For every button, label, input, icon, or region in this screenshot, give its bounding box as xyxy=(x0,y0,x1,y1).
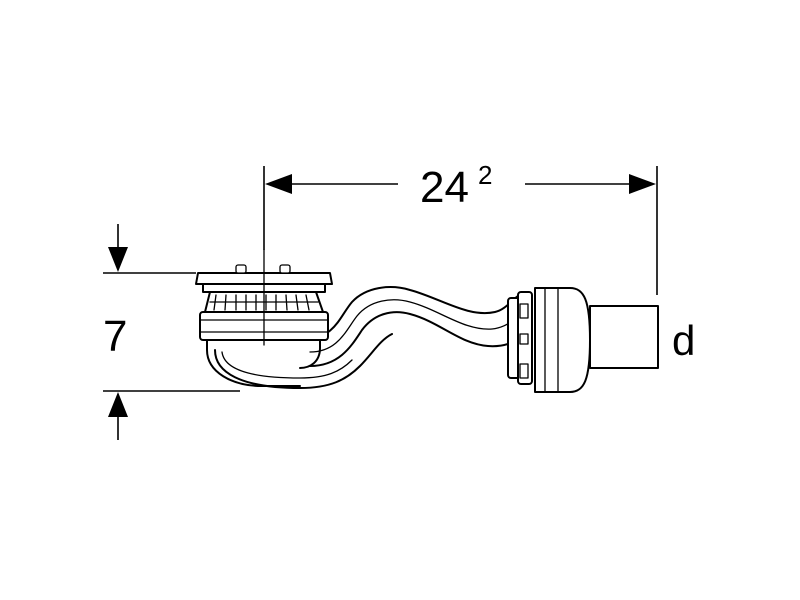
hose-outline-bottom xyxy=(309,311,519,367)
drain-trap xyxy=(195,249,659,393)
height-dimension: 7 xyxy=(103,224,240,440)
width-arrow-left xyxy=(265,174,292,194)
outlet-pipe xyxy=(589,305,659,369)
connector-clip-bottom xyxy=(519,363,529,379)
connector-clip-mid xyxy=(519,333,529,345)
width-dimension: 24 2 xyxy=(263,160,658,295)
width-label-superscript: 2 xyxy=(478,160,492,190)
hose-lower-bend-inner xyxy=(221,351,353,379)
flange-tab-left xyxy=(235,264,247,274)
body-elbow-right xyxy=(299,337,321,369)
height-arrow-top xyxy=(108,247,128,272)
hose-lower-bend xyxy=(214,333,393,389)
height-arrow-bottom xyxy=(108,392,128,417)
body-elbow xyxy=(206,337,301,387)
width-arrow-right xyxy=(629,174,656,194)
hose-connector xyxy=(507,291,533,385)
diameter-label: d xyxy=(672,317,695,364)
height-label: 7 xyxy=(103,312,127,361)
connector-clip-top xyxy=(519,303,529,319)
flange-tab-right xyxy=(279,264,291,274)
hose-outline-top xyxy=(304,286,519,341)
outlet-nut xyxy=(534,287,591,393)
width-label: 24 xyxy=(420,163,469,212)
hose-inner-line xyxy=(309,299,519,353)
